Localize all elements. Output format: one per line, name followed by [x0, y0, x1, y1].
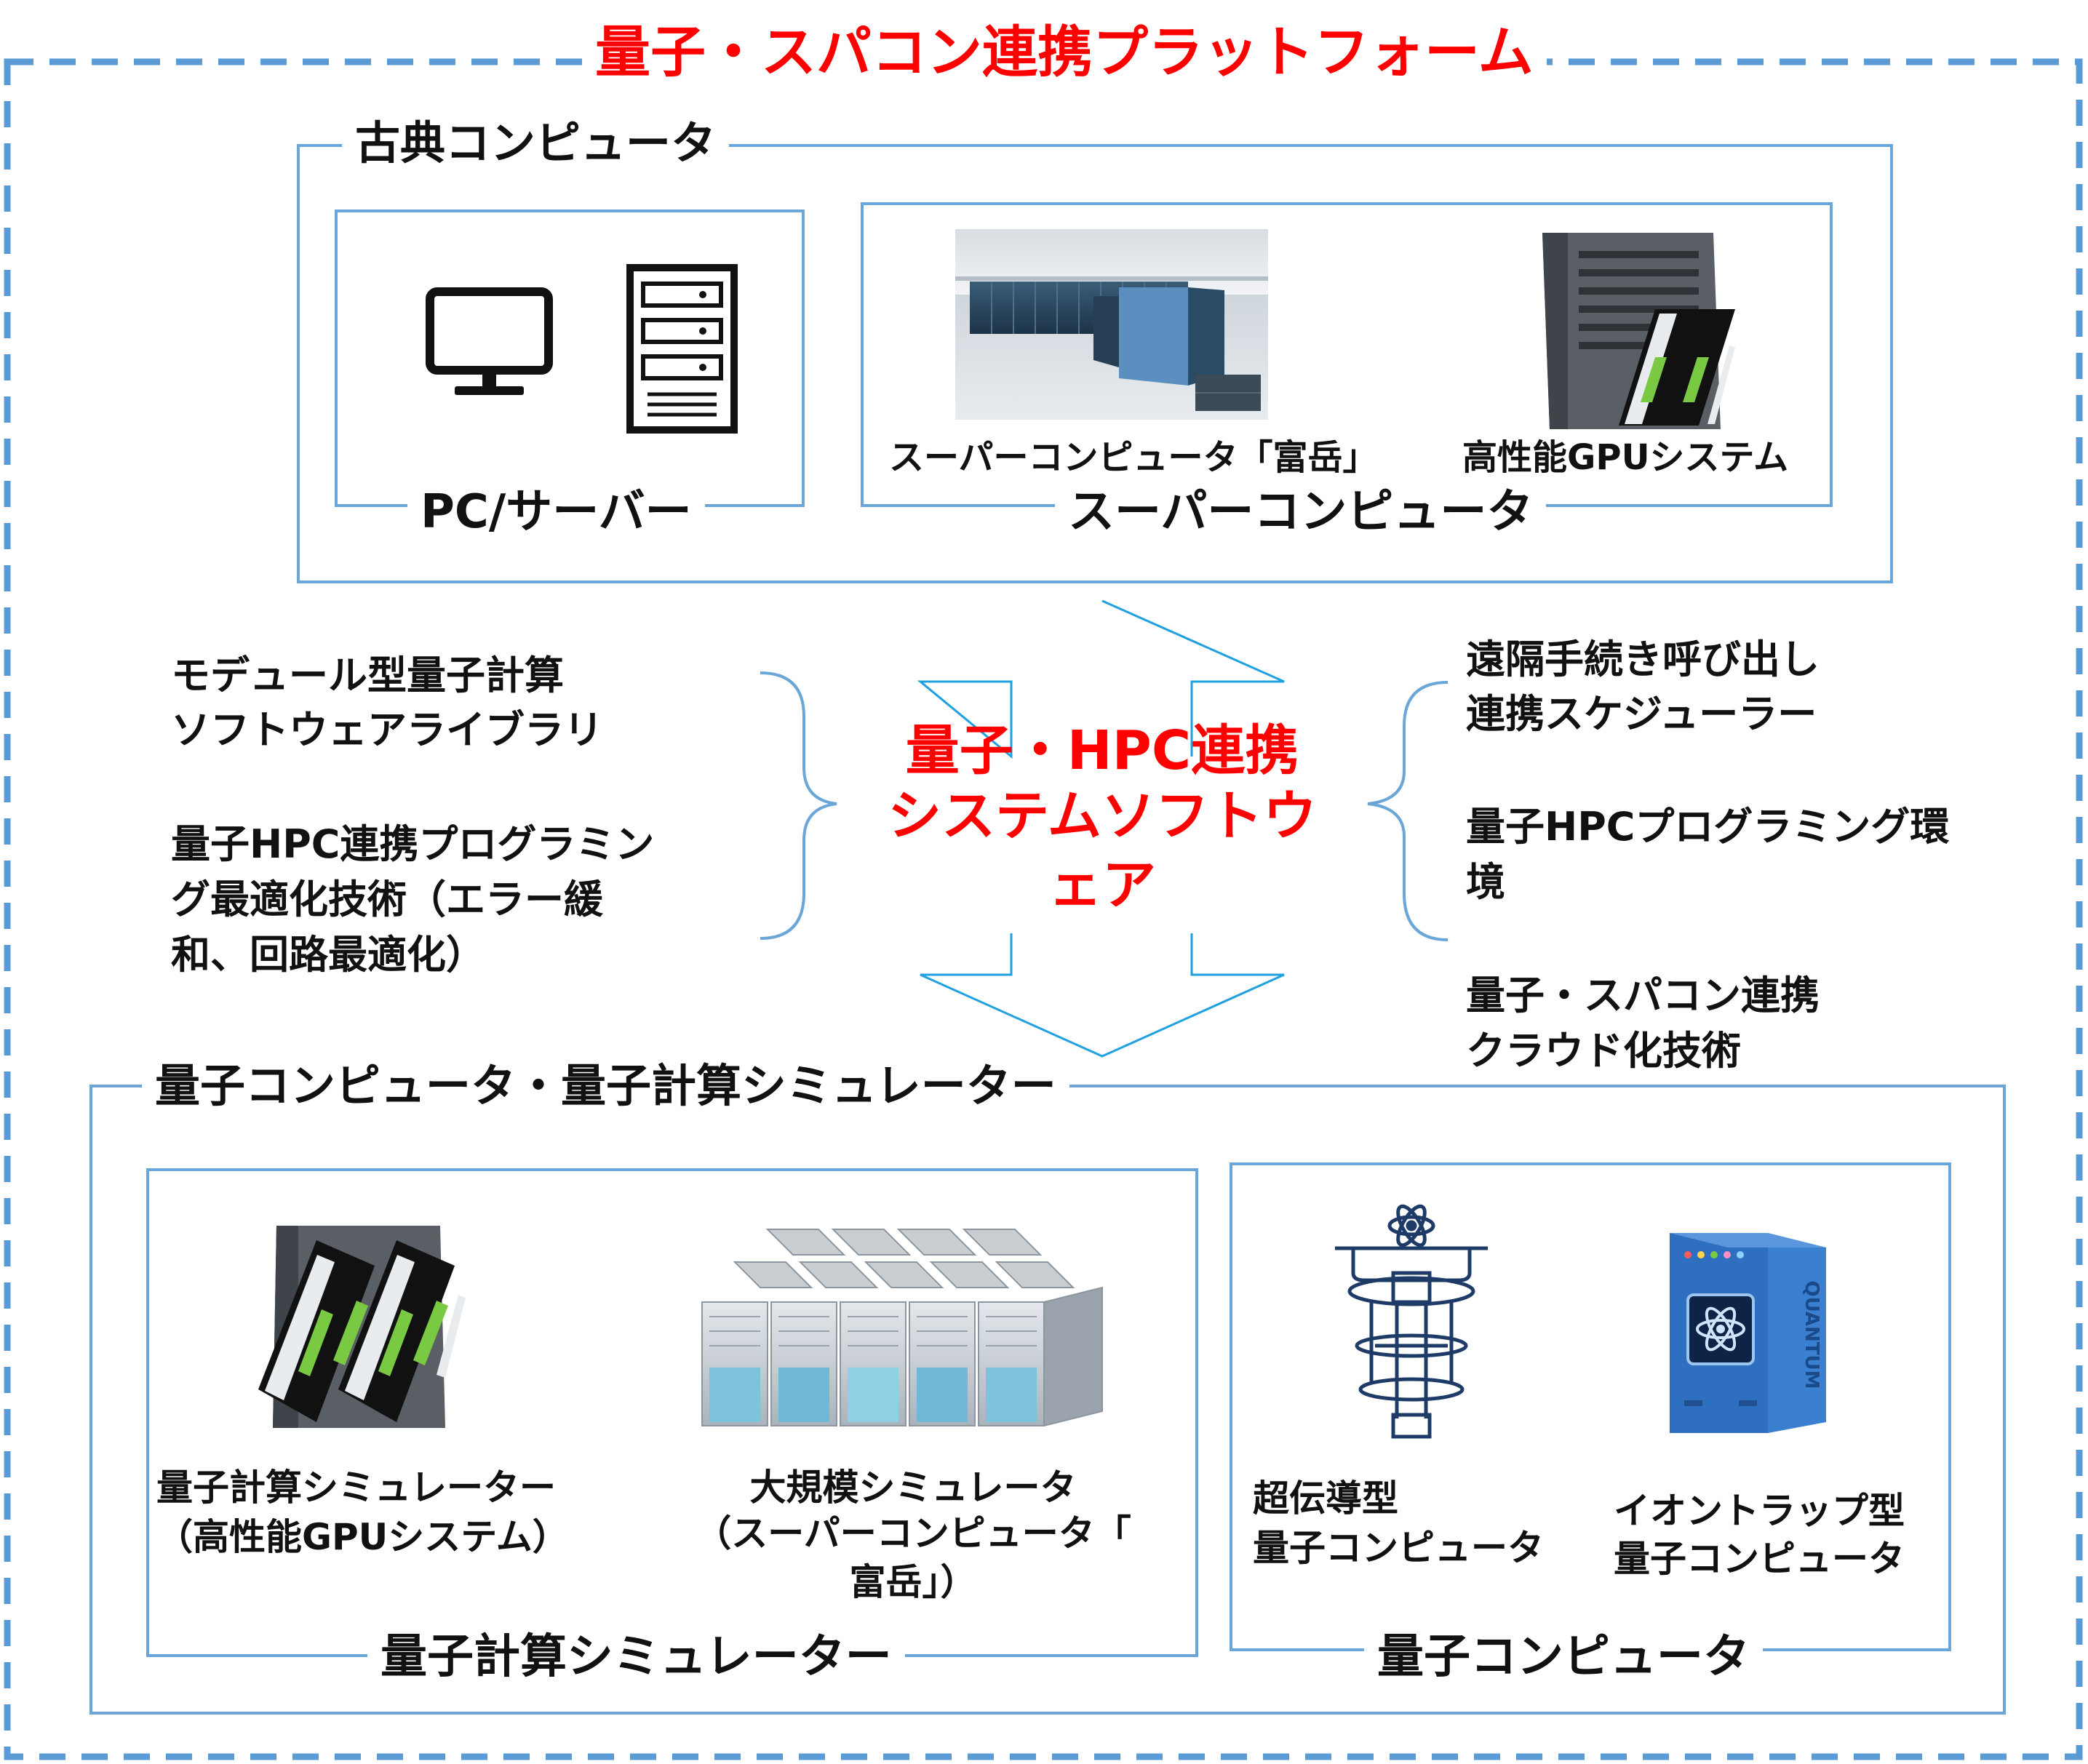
simulator-label: 量子計算シミュレーター: [367, 1634, 905, 1680]
right-item-3-line-2: クラウド化技術: [1466, 1028, 1741, 1074]
right-item-2-line-2: 境: [1466, 859, 1505, 905]
right-item-1-line-2: 連携スケジューラー: [1466, 691, 1817, 737]
left-item-2-line-1: 量子HPC連携プログラミン: [171, 821, 655, 867]
gpu-sim-caption-1: 量子計算シミュレーター: [156, 1466, 556, 1509]
quantum-computer-label: 量子コンピュータ: [1364, 1634, 1763, 1680]
large-sim-caption-1: 大規模シミュレータ: [749, 1466, 1077, 1509]
pc-server-label: PC/サーバー: [407, 489, 705, 535]
gpu-simulator-icon: [258, 1226, 466, 1428]
large-sim-caption-3: 富岳」）: [849, 1561, 977, 1603]
ion-trap-qc-icon: QUANTUM: [1670, 1233, 1826, 1433]
large-sim-caption-2: （スーパーコンピュータ「: [695, 1512, 1131, 1555]
fugaku-isometric-icon: [701, 1229, 1103, 1427]
gpu-caption: 高性能GPUシステム: [1462, 437, 1789, 478]
left-item-1-line-1: モデュール型量子計算: [171, 652, 564, 698]
gpu-sim-caption-2: （高性能GPUシステム）: [156, 1516, 569, 1558]
right-item-3-line-1: 量子・スパコン連携: [1466, 973, 1820, 1018]
quantum-section-title: 量子コンピュータ・量子計算シミュレーター: [142, 1063, 1069, 1109]
supercomputer-label: スーパーコンピュータ: [1055, 489, 1547, 535]
server-rack-icon: [626, 264, 738, 434]
ion-caption-2: 量子コンピュータ: [1614, 1538, 1905, 1580]
right-brace: [1367, 681, 1449, 941]
center-line-2: システムソフトウ: [888, 785, 1317, 847]
left-item-2-line-3: 和、回路最適化）: [171, 932, 485, 978]
center-line-1: 量子・HPC連携: [905, 719, 1299, 782]
classical-panel: [297, 144, 1893, 583]
sc-caption-1: 超伝導型: [1253, 1477, 1398, 1520]
gpu-server-icon: [1542, 233, 1735, 429]
right-item-2-line-1: 量子HPCプログラミング環: [1466, 804, 1950, 850]
superconducting-qc-icon: [1335, 1204, 1488, 1439]
ion-caption-1: イオントラップ型: [1614, 1490, 1905, 1532]
left-brace: [760, 671, 837, 940]
sc-caption-2: 量子コンピュータ: [1253, 1527, 1544, 1569]
fugaku-caption: スーパーコンピュータ「富岳」: [889, 437, 1378, 478]
center-line-3: ェア: [1048, 854, 1156, 917]
bidirectional-arrow: [917, 599, 1285, 1058]
left-item-2-line-2: グ最適化技術（エラー緩: [171, 877, 603, 922]
fugaku-photo: [955, 229, 1268, 420]
monitor-icon: [426, 287, 553, 395]
right-item-1-line-1: 遠隔手続き呼び出し: [1466, 636, 1820, 682]
classical-title: 古典コンピュータ: [342, 121, 730, 166]
platform-title: 量子・スパコン連携プラットフォーム: [582, 25, 1547, 80]
quantum-badge-text: QUANTUM: [1801, 1280, 1822, 1389]
left-item-1-line-2: ソフトウェアライブラリ: [171, 707, 603, 753]
